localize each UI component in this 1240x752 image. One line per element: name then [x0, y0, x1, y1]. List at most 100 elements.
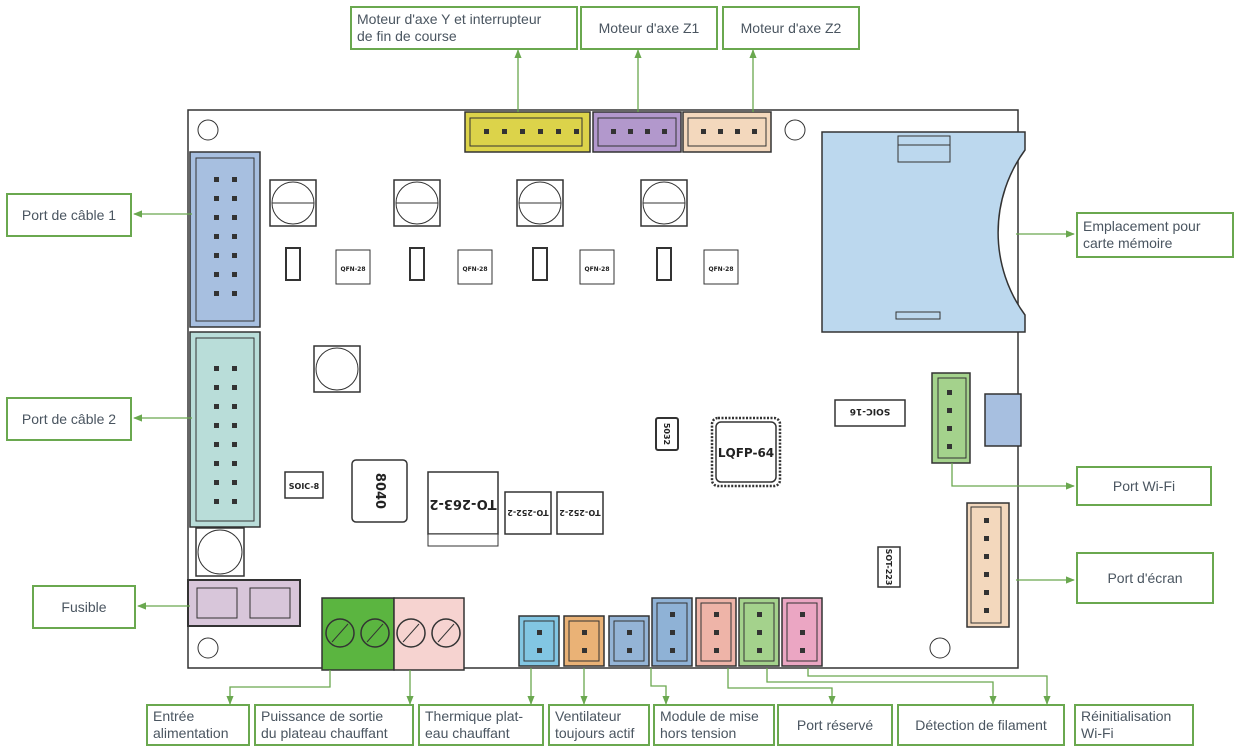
pin: [232, 234, 237, 239]
driver-chip: QFN-28: [703, 249, 739, 285]
pin: [214, 385, 219, 390]
pin: [232, 272, 237, 277]
cable-port-1[interactable]: [189, 151, 261, 328]
pin: [611, 129, 616, 134]
capacitor: [516, 179, 564, 227]
label-wifi-port: Port Wi-Fi: [1076, 466, 1212, 506]
label-y-motor: Moteur d'axe Y et interrupteur de fin de…: [350, 6, 578, 50]
soic16-chip: SOIC-16: [834, 399, 906, 427]
pin: [947, 408, 952, 413]
pin: [214, 272, 219, 277]
mounting-hole-icon: [197, 119, 951, 659]
svg-text:QFN-28: QFN-28: [462, 266, 487, 273]
crystal-marking: 5032: [662, 423, 671, 445]
driver-chip: QFN-28: [335, 249, 371, 285]
pin: [714, 630, 719, 635]
pin: [757, 648, 762, 653]
pin: [214, 291, 219, 296]
fan-connector[interactable]: [563, 615, 605, 667]
pin: [800, 630, 805, 635]
diode: [656, 247, 672, 281]
pin: [232, 404, 237, 409]
pin: [537, 630, 542, 635]
label-reserved-port: Port réservé: [777, 704, 893, 746]
leader-power-off: [650, 668, 670, 705]
label-cable-port-2: Port de câble 2: [6, 397, 132, 441]
pin: [714, 648, 719, 653]
pin: [582, 630, 587, 635]
pin: [214, 177, 219, 182]
label-wifi-reset: Réinitialisation Wi-Fi: [1074, 704, 1194, 746]
fan-connector-2[interactable]: [608, 615, 650, 667]
pin: [947, 426, 952, 431]
pin: [232, 480, 237, 485]
pin: [757, 630, 762, 635]
pin: [214, 461, 219, 466]
filament-detection-connector[interactable]: [738, 597, 780, 667]
usb-connector: [984, 393, 1022, 447]
label-bed-thermistor: Thermique plat- eau chauffant: [418, 704, 544, 746]
capacitor-left: [195, 345, 361, 577]
pin: [752, 129, 757, 134]
pin: [947, 390, 952, 395]
soic8-chip: SOIC-8: [284, 471, 324, 499]
pin: [232, 253, 237, 258]
to252-marking-2: TO-252-2: [559, 508, 600, 517]
pin: [214, 423, 219, 428]
pin: [214, 499, 219, 504]
pin: [984, 554, 989, 559]
reserved-port-connector[interactable]: [695, 597, 737, 667]
pin: [582, 648, 587, 653]
label-sd-slot: Emplacement pour carte mémoire: [1076, 212, 1234, 258]
leader-power-in: [226, 670, 331, 705]
wifi-reset-connector[interactable]: [781, 597, 823, 667]
pin: [735, 129, 740, 134]
pin: [232, 385, 237, 390]
to263-regulator: TO-263-2: [427, 471, 499, 547]
pin: [232, 423, 237, 428]
z2-motor-connector[interactable]: [682, 111, 772, 153]
z1-motor-connector[interactable]: [592, 111, 682, 153]
pin: [232, 499, 237, 504]
fuse: [187, 579, 301, 627]
power-input-terminal[interactable]: [321, 597, 395, 671]
pin: [718, 129, 723, 134]
pin: [670, 630, 675, 635]
pin: [232, 461, 237, 466]
pin: [484, 129, 489, 134]
to252-marking-1: TO-252-2: [507, 508, 548, 517]
pin: [574, 129, 579, 134]
capacitor: [393, 179, 441, 227]
leader-wifi-reset: [807, 668, 1051, 705]
pin: [214, 480, 219, 485]
leader-wifi: [951, 463, 1075, 490]
sd-card-slot[interactable]: [821, 131, 1026, 333]
label-z1-motor: Moteur d'axe Z1: [580, 6, 718, 50]
power-off-module-connector[interactable]: [651, 597, 693, 667]
bed-thermistor-connector[interactable]: [518, 615, 560, 667]
pin: [232, 177, 237, 182]
driver-chip: QFN-28: [457, 249, 493, 285]
leader-reserved: [727, 668, 836, 705]
pin: [232, 196, 237, 201]
to263-marking: TO-263-2: [429, 496, 496, 511]
y-motor-connector[interactable]: [464, 111, 591, 153]
label-power-off-module: Module de mise hors tension: [653, 704, 775, 746]
mcu-chip: LQFP-64: [710, 416, 782, 488]
pin: [538, 129, 543, 134]
inductor-marking: 8040: [372, 473, 387, 509]
wifi-port-connector[interactable]: [931, 372, 971, 464]
cable-port-2[interactable]: [189, 331, 261, 528]
bed-power-terminal[interactable]: [393, 597, 465, 671]
label-screen-port: Port d'écran: [1076, 552, 1214, 604]
pin: [214, 442, 219, 447]
pin: [670, 648, 675, 653]
label-z2-motor: Moteur d'axe Z2: [722, 6, 860, 50]
crystal: 5032: [655, 417, 679, 451]
pin: [214, 253, 219, 258]
pin: [714, 612, 719, 617]
pin: [645, 129, 650, 134]
pin: [214, 366, 219, 371]
screen-port-connector[interactable]: [966, 502, 1010, 628]
